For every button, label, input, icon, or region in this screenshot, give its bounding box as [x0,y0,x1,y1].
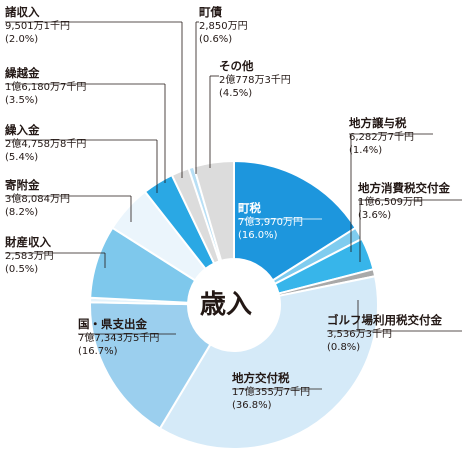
label-misc-income: 諸収入 9,501万1千円 (2.0%) [5,5,70,46]
slice-local-allocation-tax [158,275,379,450]
label-town-tax: 町税 7億3,970万円 (16.0%) [238,201,303,242]
label-golf-tax: ゴルフ場利用税交付金 3,536万3千円 (0.8%) [327,313,442,354]
label-property-income: 財産収入 2,583万円 (0.5%) [5,235,54,276]
label-local-consumption-tax: 地方消費税交付金 1億6,509万円 (3.6%) [358,181,450,222]
label-transfers-in: 繰入金 2億4,758万8千円 (5.4%) [5,123,87,164]
label-national-prefectural: 国・県支出金 7億7,343万5千円 (16.7%) [78,317,160,358]
chart-title: 歳入 [200,290,253,320]
label-other: その他 2億778万3千円 (4.5%) [219,59,291,100]
slice-town-tax [233,159,357,282]
slice-other [192,159,235,263]
label-local-allocation-tax: 地方交付税 17億355万7千円 (36.8%) [232,371,311,412]
label-donations: 寄附金 3億8,084万円 (8.2%) [5,178,70,219]
label-carryover: 繰越金 1億6,180万7千円 (3.5%) [5,66,87,107]
label-local-transfer-tax: 地方譲与税 6,282万7千円 (1.4%) [349,116,414,157]
label-town-bonds: 町債 2,850万円 (0.6%) [199,5,248,46]
